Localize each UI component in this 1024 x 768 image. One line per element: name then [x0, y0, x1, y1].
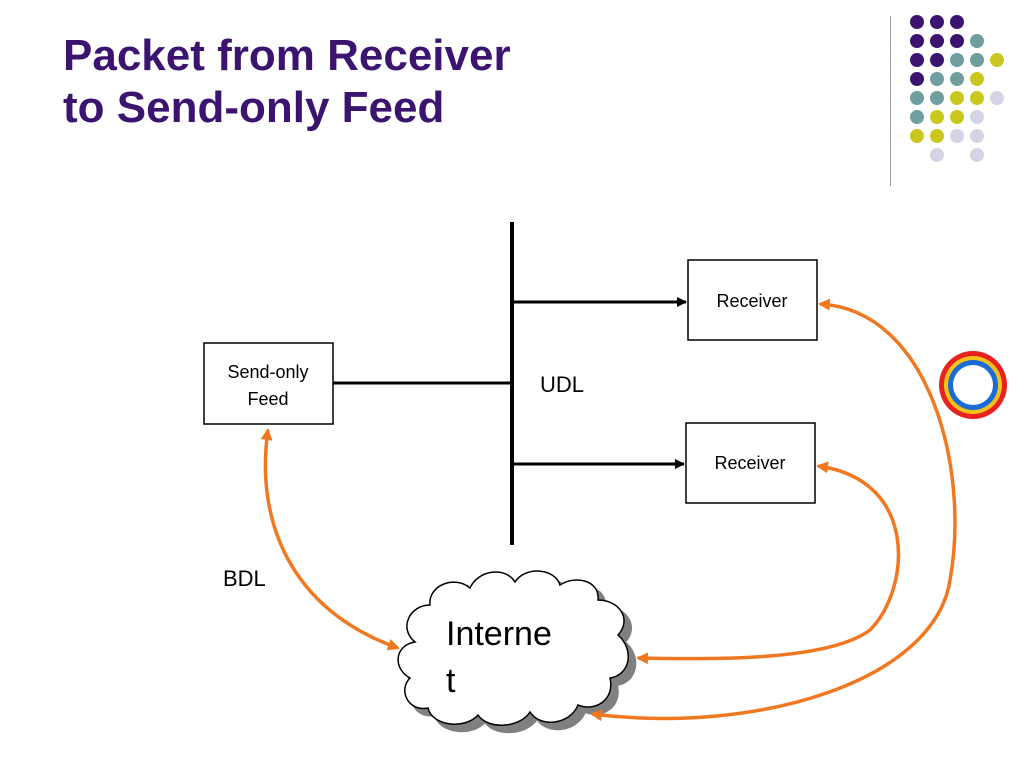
decorative-dot — [950, 15, 964, 29]
decorative-dot — [910, 72, 924, 86]
decorative-dot — [970, 91, 984, 105]
receiver-top-node[interactable]: Receiver — [687, 259, 818, 341]
send-only-feed-node[interactable]: Send-only Feed — [203, 342, 334, 425]
bdl-feed-internet-arrow — [260, 428, 400, 651]
internet-cloud[interactable]: Interne t — [397, 570, 637, 734]
internet-label-line1: Interne — [446, 615, 552, 653]
decorative-dot — [930, 129, 944, 143]
udl-label: UDL — [540, 372, 584, 397]
decorative-dot — [950, 91, 964, 105]
bdl-label: BDL — [223, 566, 266, 591]
decorative-dot — [990, 53, 1004, 67]
decorative-dot — [930, 148, 944, 162]
slide-title-line1: Packet from Receiver — [63, 31, 511, 80]
decorative-dot — [970, 110, 984, 124]
slide-title: Packet from Receiver to Send-only Feed — [63, 30, 511, 134]
slide-title-line2: to Send-only Feed — [63, 83, 445, 132]
decorative-dot — [930, 53, 944, 67]
decorative-divider — [890, 16, 891, 186]
decorative-dot — [930, 91, 944, 105]
receiver-bottom-node[interactable]: Receiver — [685, 422, 816, 504]
decorative-dot — [950, 53, 964, 67]
decorative-dot — [910, 129, 924, 143]
receiver-bottom-label: Receiver — [714, 453, 785, 473]
decorative-dot — [990, 91, 1004, 105]
decorative-dot-grid — [910, 15, 1004, 162]
decorative-dot — [970, 148, 984, 162]
decorative-dot — [930, 34, 944, 48]
send-only-feed-label-line1: Send-only — [227, 362, 308, 382]
decorative-dot — [930, 15, 944, 29]
decorative-dot — [950, 129, 964, 143]
decorative-dot — [970, 129, 984, 143]
action-ring-button[interactable] — [939, 351, 1007, 419]
receiver-top-return-arrow — [590, 298, 957, 722]
decorative-dot — [950, 72, 964, 86]
decorative-dot — [950, 110, 964, 124]
decorative-dot — [910, 91, 924, 105]
decorative-dot — [910, 34, 924, 48]
send-only-feed-label-line2: Feed — [247, 389, 288, 409]
receiver-top-label: Receiver — [716, 291, 787, 311]
decorative-dot — [910, 110, 924, 124]
decorative-dot — [970, 72, 984, 86]
decorative-dot — [950, 34, 964, 48]
decorative-dot — [910, 15, 924, 29]
decorative-dot — [970, 34, 984, 48]
internet-label-line2: t — [446, 662, 456, 700]
decorative-dot — [970, 53, 984, 67]
decorative-dot — [930, 110, 944, 124]
decorative-dot — [910, 53, 924, 67]
decorative-dot — [930, 72, 944, 86]
